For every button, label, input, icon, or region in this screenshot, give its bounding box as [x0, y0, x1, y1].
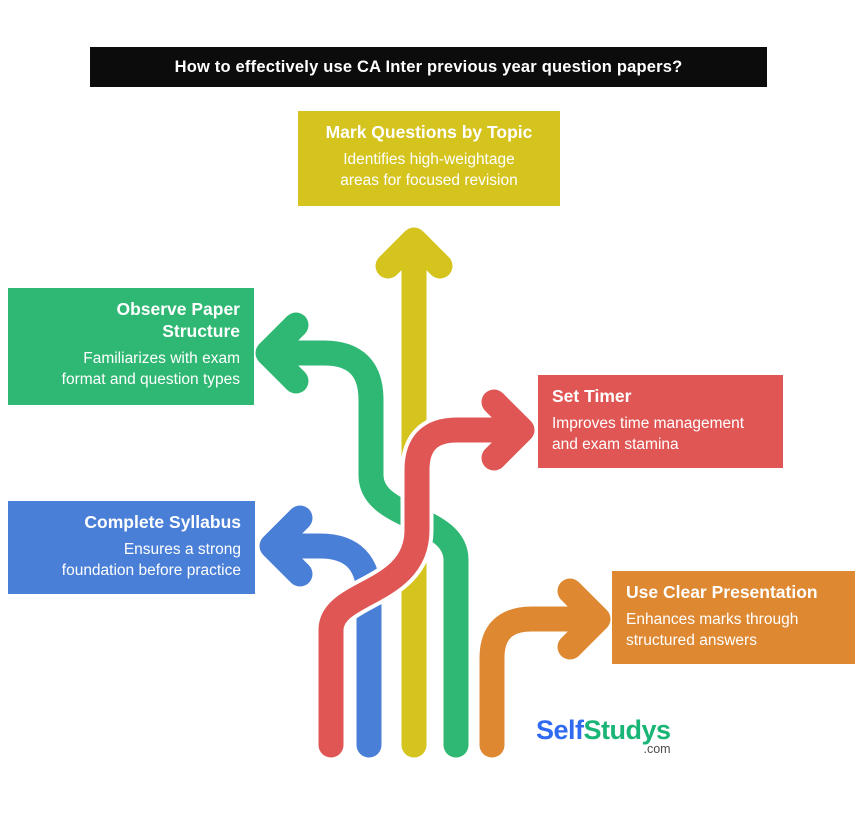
card-complete-syllabus: Complete Syllabus Ensures a strong found… — [8, 501, 255, 594]
arrow-observe-structure-icon — [251, 308, 473, 762]
arrow-clear-presentation-icon — [475, 574, 615, 762]
infographic-title: How to effectively use CA Inter previous… — [90, 47, 767, 87]
arrow-set-timer-icon — [314, 385, 539, 762]
card-mark-questions-by-topic: Mark Questions by Topic Identifies high-… — [298, 111, 560, 206]
card-title: Mark Questions by Topic — [325, 122, 533, 142]
card-set-timer: Set Timer Improves time management and e… — [538, 375, 783, 468]
card-body: Ensures a strong foundation before pract… — [61, 540, 241, 580]
selfstudys-logo: SelfStudys .com — [536, 716, 671, 757]
logo-com-suffix: .com — [643, 742, 671, 757]
card-observe-paper-structure: Observe Paper Structure Familiarizes wit… — [8, 288, 254, 405]
arrow-orange-stroke — [479, 578, 611, 758]
card-use-clear-presentation: Use Clear Presentation Enhances marks th… — [612, 571, 855, 664]
card-title: Complete Syllabus — [84, 512, 241, 532]
arrow-red-stroke — [318, 389, 535, 758]
logo-self: Self — [536, 715, 584, 745]
card-title: Set Timer — [552, 386, 632, 406]
card-title: Observe Paper Structure — [116, 299, 240, 341]
logo-studys: Studys — [583, 715, 672, 745]
card-body: Identifies high-weightage areas for focu… — [340, 150, 518, 190]
arrow-green-stroke — [255, 312, 469, 758]
card-title: Use Clear Presentation — [626, 582, 818, 602]
card-body: Enhances marks through structured answer… — [626, 610, 799, 650]
card-body: Familiarizes with exam format and questi… — [61, 349, 240, 389]
selfstudys-logo-wordmark: SelfStudys — [536, 716, 671, 744]
card-body: Improves time management and exam stamin… — [552, 414, 745, 454]
